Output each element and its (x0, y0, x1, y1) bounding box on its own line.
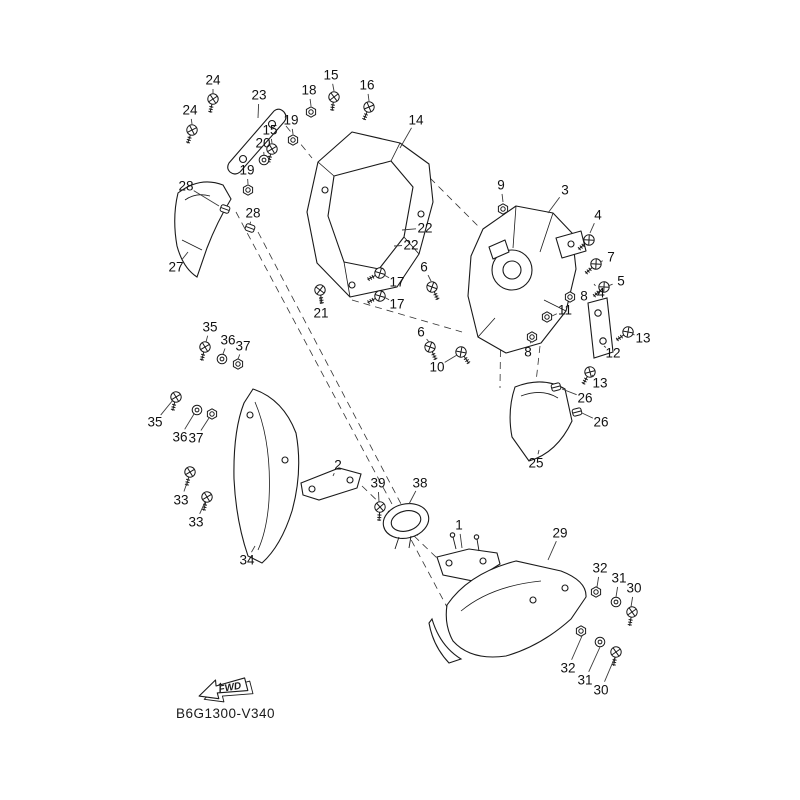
part-cover-38 (382, 503, 430, 550)
part-headlight-stay-3 (467, 205, 587, 354)
part-front-cowl-34 (233, 388, 300, 564)
part-bracket-23 (227, 108, 287, 175)
part-windshield-14 (306, 131, 434, 298)
part-stay-12 (587, 297, 614, 359)
part-bracket-2 (300, 467, 362, 501)
part-panel-25 (509, 381, 573, 462)
part-lower-cowl-29 (428, 560, 587, 664)
diagram-code: B6G1300-V340 (176, 706, 276, 721)
part-panel-27 (174, 181, 232, 278)
fwd-arrow-icon (198, 677, 254, 703)
